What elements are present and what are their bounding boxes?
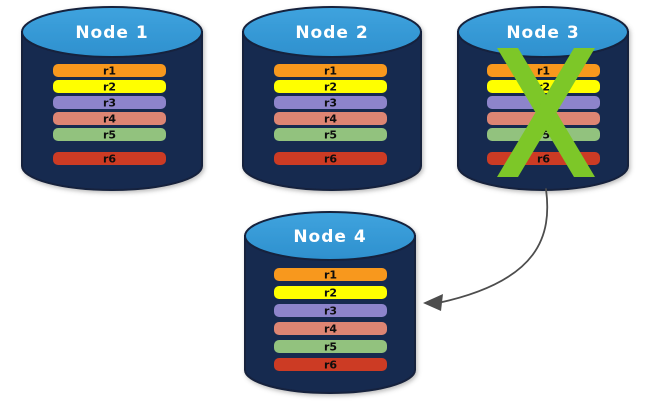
connector-node3-to-node4 (423, 188, 549, 311)
node-3-row-r1-label: r1 (537, 65, 550, 78)
node-3-failure-x-icon (497, 48, 595, 177)
node-1-row-r3-label: r3 (103, 97, 116, 110)
node-4-row-r3 (274, 304, 387, 317)
node-4-row-r2-label: r2 (324, 287, 337, 300)
node-4-row-r2 (274, 286, 387, 299)
node-3-label: Node 3 (506, 23, 579, 43)
connector-curve (437, 188, 549, 304)
node-4-row-r5-label: r5 (324, 341, 337, 354)
node-1-row-r1 (53, 64, 166, 77)
node-4-label: Node 4 (293, 227, 366, 247)
node-1-cylinder-top (21, 6, 203, 58)
node-4-rows: r1 r2 r3 r4 r5 r6 (274, 268, 387, 372)
node-2-row-r3 (274, 96, 387, 109)
node-4-row-r4-label: r4 (324, 323, 337, 336)
node-2-row-r5-label: r5 (324, 129, 337, 142)
node-2-row-r3-label: r3 (324, 97, 337, 110)
node-3-row-r6-label: r6 (537, 153, 550, 166)
node-2-row-r2 (274, 80, 387, 93)
node-4-row-r1-label: r1 (324, 269, 337, 282)
node-4-row-r6 (274, 358, 387, 371)
node-2-row-r5 (274, 128, 387, 141)
node-4-cylinder-top (244, 211, 416, 261)
node-1-row-r5-label: r5 (103, 129, 116, 142)
node-1-row-r6-label: r6 (103, 153, 116, 166)
node-4-row-r5 (274, 340, 387, 353)
node-2-row-r2-label: r2 (324, 81, 337, 94)
node-2-row-r6-label: r6 (324, 153, 337, 166)
connector-arrowhead-icon (423, 294, 443, 311)
node-1-row-r3 (53, 96, 166, 109)
node-1-row-r4-label: r4 (103, 113, 116, 126)
node-2-label: Node 2 (295, 23, 368, 43)
node-4-row-r3-label: r3 (324, 305, 337, 318)
node-2-row-r4 (274, 112, 387, 125)
node-4-row-r4 (274, 322, 387, 335)
node-4-row-r6-label: r6 (324, 359, 337, 372)
node-1-row-r5 (53, 128, 166, 141)
node-3-cylinder-top (457, 6, 629, 58)
node-2-cylinder-top (242, 6, 422, 58)
node-2-row-r1-label: r1 (324, 65, 337, 78)
node-2-row-r1 (274, 64, 387, 77)
node-1-row-r1-label: r1 (103, 65, 116, 78)
node-2-rows: r1 r2 r3 r4 r5 r6 (274, 64, 387, 166)
node-1-label: Node 1 (75, 23, 148, 43)
node-1-row-r2-label: r2 (103, 81, 116, 94)
node-1-row-r2 (53, 80, 166, 93)
node-4-row-r1 (274, 268, 387, 281)
node-1-rows: r1 r2 r3 r4 r5 r6 (53, 64, 166, 166)
node-3-row-r5 (487, 128, 600, 141)
node-1-row-r4 (53, 112, 166, 125)
node-2-row-r4-label: r4 (324, 113, 337, 126)
node-1-row-r6 (53, 152, 166, 165)
node-2-row-r6 (274, 152, 387, 165)
